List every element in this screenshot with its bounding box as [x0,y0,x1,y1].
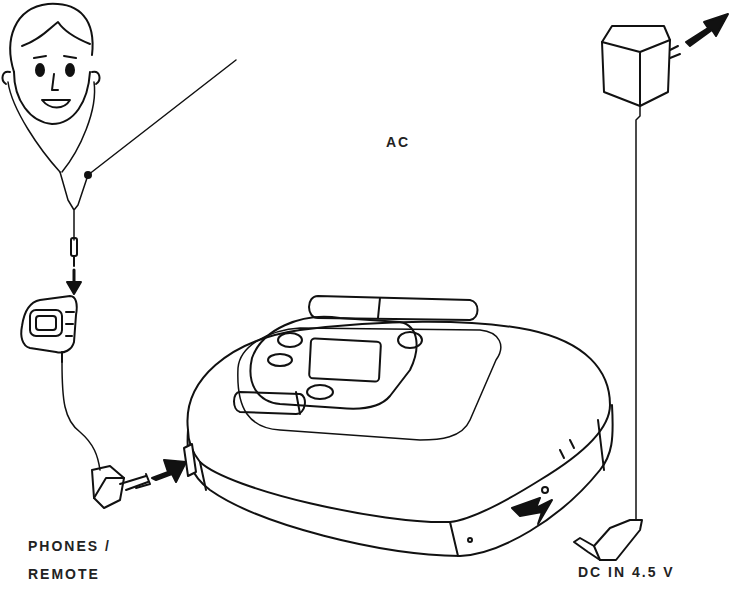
ac-adapter [574,14,728,560]
listener-figure [3,4,236,178]
part-label: DC IN 4.5 V [578,558,728,586]
cd-player [184,296,613,556]
headphone-cord [60,172,88,294]
remote-cord [62,362,150,508]
part-label: PHONES / REMOTE [28,532,128,588]
remote-control [21,296,76,362]
part-label: AC [386,128,446,156]
insert-arrow [152,460,186,482]
insert-arrow [512,498,552,524]
